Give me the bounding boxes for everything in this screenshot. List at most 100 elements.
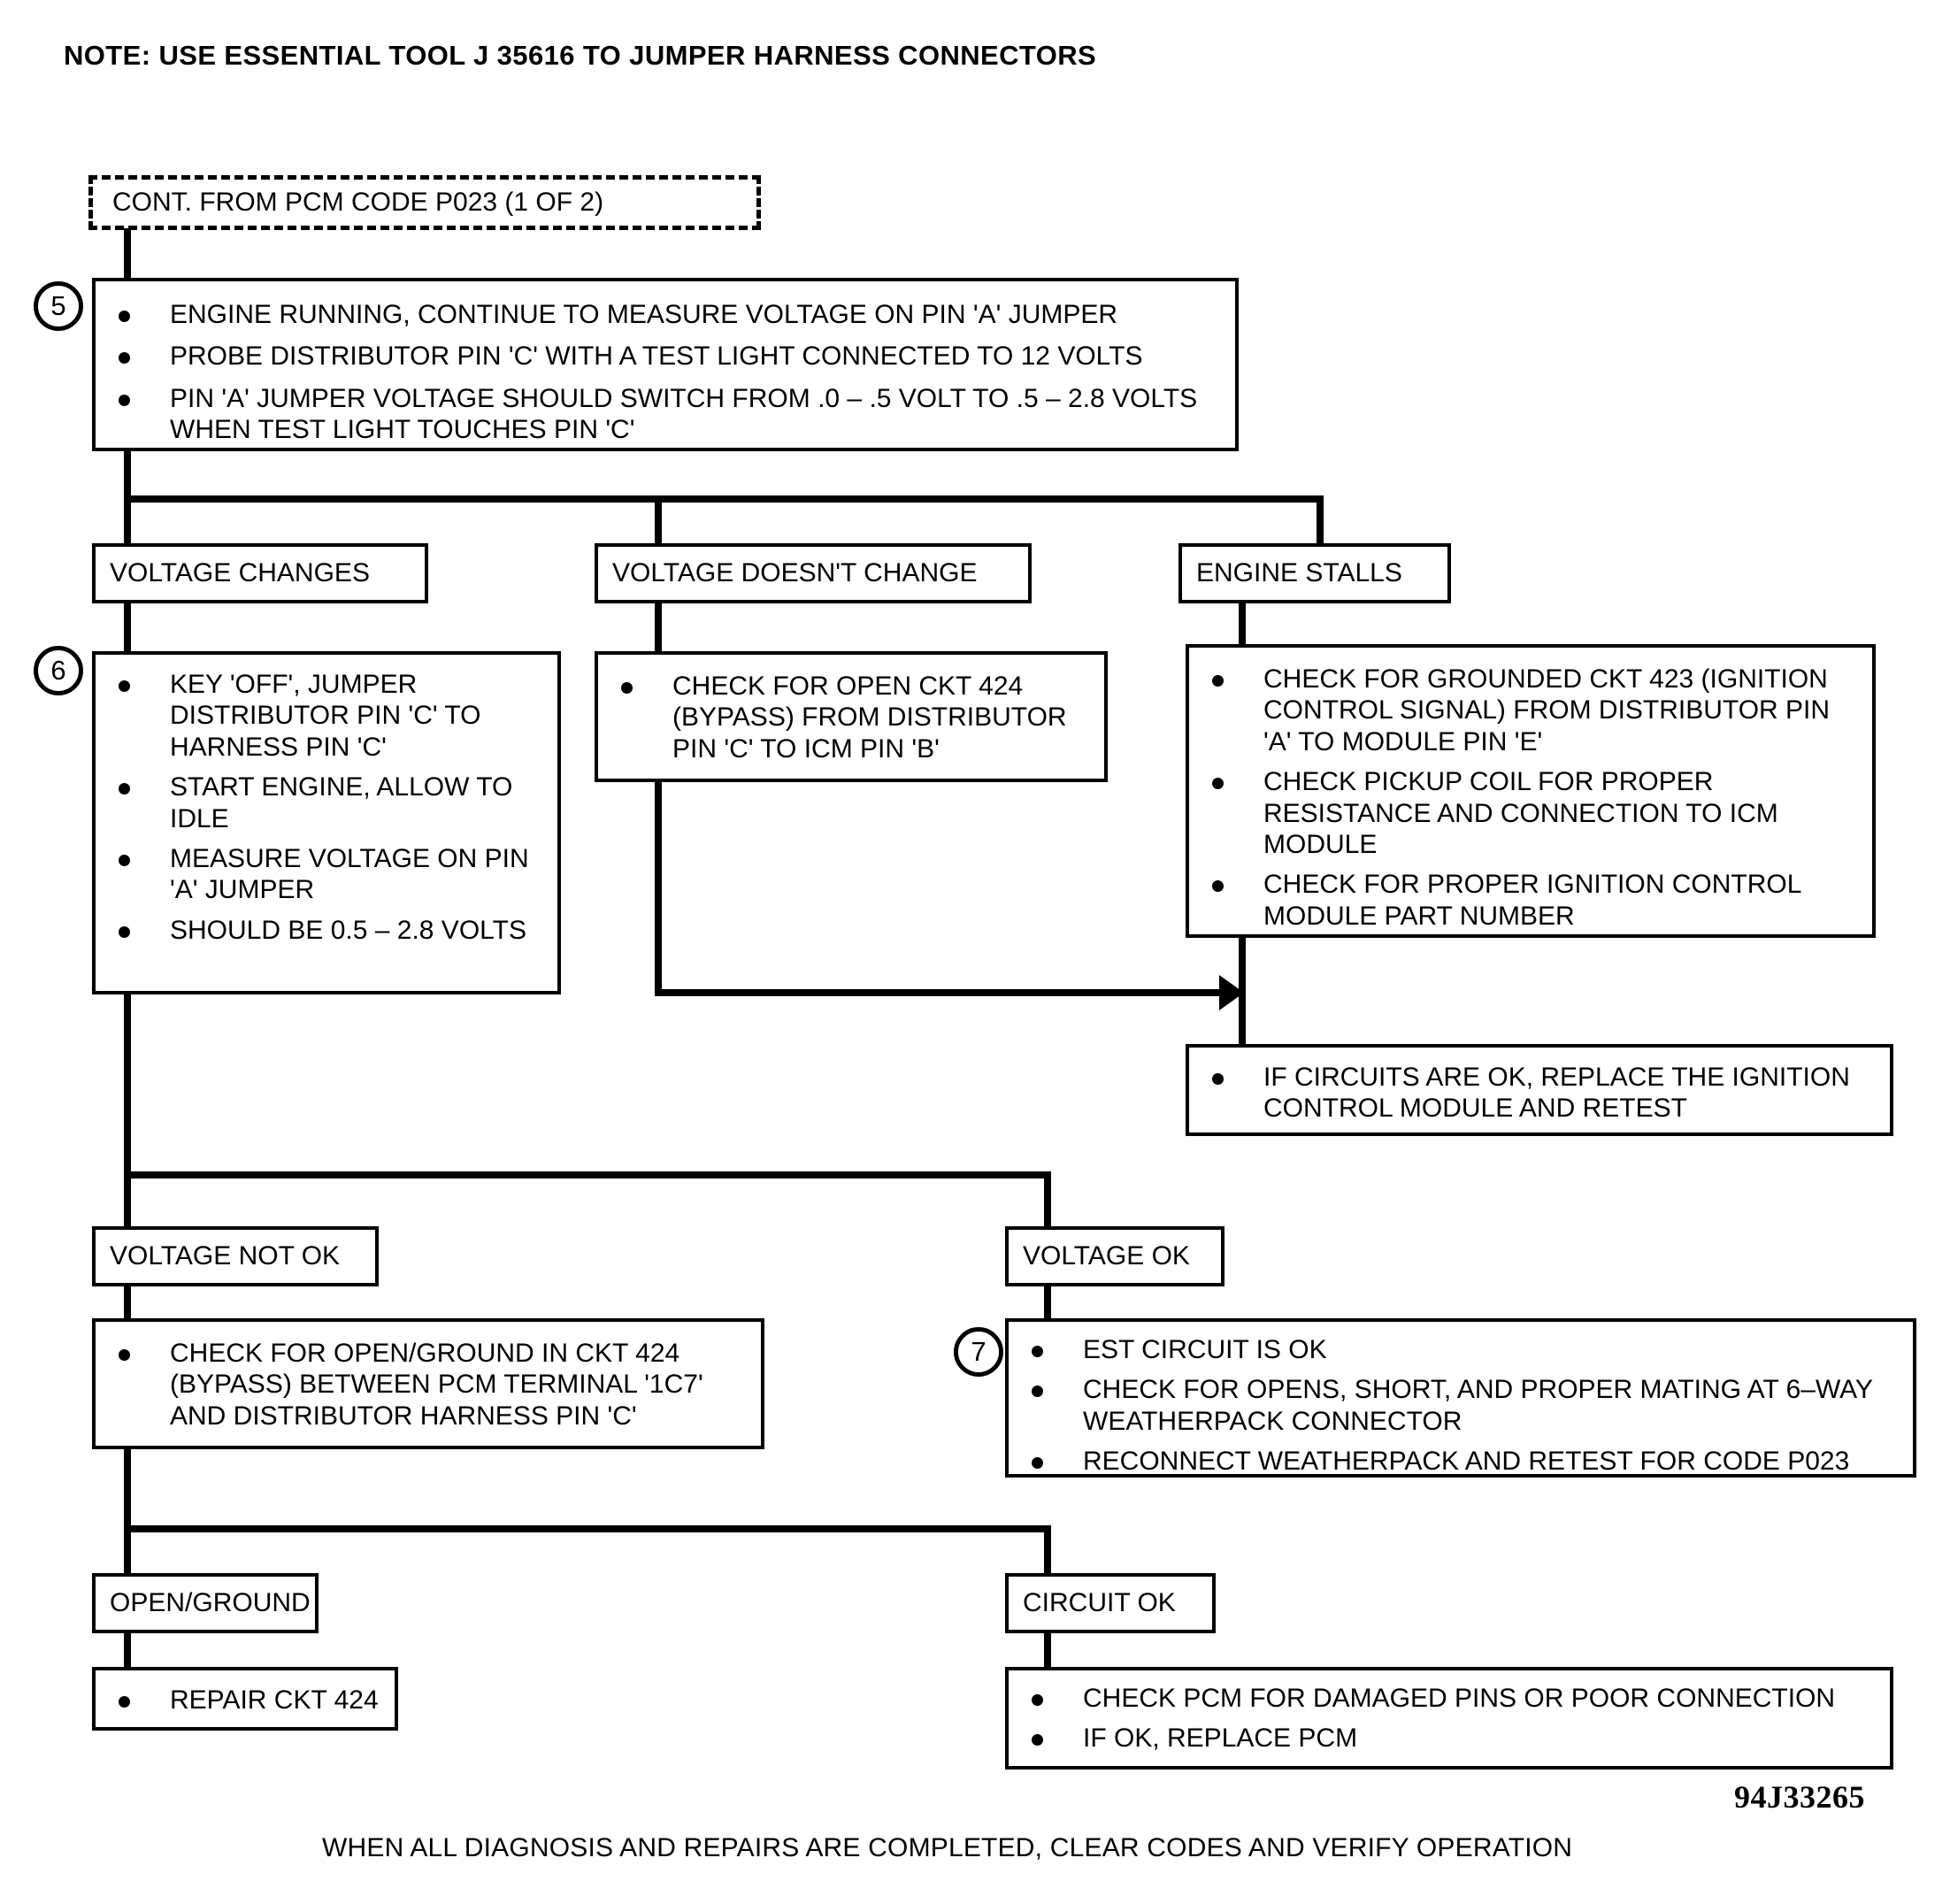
pcm-final-bullet-list: CHECK PCM FOR DAMAGED PINS OR POOR CONNE… [1032, 1683, 1879, 1754]
bullet-text: CHECK FOR OPEN/GROUND IN CKT 424 (BYPASS… [170, 1339, 703, 1431]
bullet-item: KEY 'OFF', JUMPER DISTRIBUTOR PIN 'C' TO… [119, 669, 541, 763]
connector-to-voltage-changes [124, 495, 131, 545]
bullet-dot-icon [1212, 675, 1224, 687]
label-circuit-ok: CIRCUIT OK [1005, 1573, 1216, 1633]
connector-stalls-to-replace [1239, 938, 1246, 1048]
bullet-text: CHECK FOR GROUNDED CKT 423 (IGNITION CON… [1263, 664, 1831, 756]
bullet-item: IF OK, REPLACE PCM [1032, 1723, 1879, 1754]
label-open-ground: OPEN/GROUND [92, 1573, 319, 1633]
connector-to-circuit-ok [1044, 1525, 1051, 1578]
step6-box: KEY 'OFF', JUMPER DISTRIBUTOR PIN 'C' TO… [92, 651, 561, 994]
bullet-dot-icon [119, 352, 130, 365]
bullet-dot-icon [119, 783, 130, 795]
bullet-text: MEASURE VOLTAGE ON PIN 'A' JUMPER [170, 843, 529, 905]
bullet-text: IF OK, REPLACE PCM [1083, 1724, 1358, 1754]
bullet-text: EST CIRCUIT IS OK [1083, 1335, 1327, 1364]
bullet-text: CHECK PICKUP COIL FOR PROPER RESISTANCE … [1263, 767, 1778, 859]
label-voltage-changes: VOLTAGE CHANGES [92, 543, 428, 603]
step5-box: ENGINE RUNNING, CONTINUE TO MEASURE VOLT… [92, 278, 1239, 451]
bullet-item: CHECK FOR OPEN CKT 424 (BYPASS) FROM DIS… [621, 671, 1088, 764]
repair-ckt424-bullet-list: REPAIR CKT 424 [119, 1685, 384, 1716]
label-voltage-doesnt-change: VOLTAGE DOESN'T CHANGE [595, 543, 1032, 603]
connector-voltage-doesnt-change-down [655, 603, 662, 653]
bullet-dot-icon [1212, 1073, 1224, 1085]
bullet-dot-icon [621, 682, 633, 694]
step6-bullet-list: KEY 'OFF', JUMPER DISTRIBUTOR PIN 'C' TO… [119, 669, 541, 946]
bullet-item: PROBE DISTRIBUTOR PIN 'C' WITH A TEST LI… [119, 341, 1217, 372]
step5-bullet-list: ENGINE RUNNING, CONTINUE TO MEASURE VOLT… [119, 299, 1217, 446]
connector-voltage-ok-down [1044, 1286, 1051, 1324]
connector-checkog-down [124, 1449, 131, 1578]
bullet-text: START ENGINE, ALLOW TO IDLE [170, 772, 513, 833]
connector-branch1-bus [124, 495, 1324, 503]
note-header: NOTE: USE ESSENTIAL TOOL J 35616 TO JUMP… [64, 40, 1097, 71]
bullet-dot-icon [1212, 880, 1224, 893]
connector-voltage-changes-down [124, 603, 131, 653]
repair-ckt424-box: REPAIR CKT 424 [92, 1667, 398, 1731]
bullet-item: CHECK PCM FOR DAMAGED PINS OR POOR CONNE… [1032, 1683, 1879, 1714]
entry-continue-box: CONT. FROM PCM CODE P023 (1 OF 2) [88, 175, 761, 230]
bullet-text: CHECK FOR PROPER IGNITION CONTROL MODULE… [1263, 870, 1801, 931]
bullet-dot-icon [1212, 778, 1224, 790]
connector-openckt-to-right [655, 989, 1225, 996]
document-code: 94J33265 [1734, 1779, 1865, 1815]
engine-stalls-checks-bullet-list: CHECK FOR GROUNDED CKT 423 (IGNITION CON… [1212, 664, 1858, 932]
replace-icm-bullet-list: IF CIRCUITS ARE OK, REPLACE THE IGNITION… [1212, 1062, 1876, 1125]
open-ckt424-bullet-list: CHECK FOR OPEN CKT 424 (BYPASS) FROM DIS… [621, 671, 1088, 764]
bullet-item: SHOULD BE 0.5 – 2.8 VOLTS [119, 915, 541, 946]
bullet-text: ENGINE RUNNING, CONTINUE TO MEASURE VOLT… [170, 300, 1118, 329]
connector-engine-stalls-down [1239, 603, 1246, 653]
connector-circuit-ok-down [1044, 1633, 1051, 1672]
bullet-text: CHECK FOR OPEN CKT 424 (BYPASS) FROM DIS… [672, 672, 1067, 764]
bullet-dot-icon [119, 854, 130, 866]
label-engine-stalls: ENGINE STALLS [1178, 543, 1451, 603]
bullet-item: RECONNECT WEATHERPACK AND RETEST FOR COD… [1032, 1446, 1900, 1477]
open-ckt424-box: CHECK FOR OPEN CKT 424 (BYPASS) FROM DIS… [595, 651, 1108, 782]
footer-caption: WHEN ALL DIAGNOSIS AND REPAIRS ARE COMPL… [322, 1833, 1573, 1862]
check-open-ground-box: CHECK FOR OPEN/GROUND IN CKT 424 (BYPASS… [92, 1318, 764, 1449]
bullet-dot-icon [119, 1349, 130, 1361]
bullet-text: IF CIRCUITS ARE OK, REPLACE THE IGNITION… [1263, 1063, 1850, 1124]
connector-to-voltage-ok [1044, 1171, 1051, 1232]
bullet-dot-icon [119, 311, 130, 322]
bullet-item: CHECK PICKUP COIL FOR PROPER RESISTANCE … [1212, 766, 1858, 860]
bullet-dot-icon [119, 680, 130, 692]
engine-stalls-checks-box: CHECK FOR GROUNDED CKT 423 (IGNITION CON… [1186, 644, 1876, 938]
step-number-7: 7 [954, 1327, 1003, 1377]
bullet-dot-icon [1032, 1734, 1043, 1747]
label-voltage-ok: VOLTAGE OK [1005, 1226, 1225, 1286]
bullet-dot-icon [1032, 1457, 1043, 1470]
bullet-item: EST CIRCUIT IS OK [1032, 1334, 1900, 1365]
step7-box: EST CIRCUIT IS OK CHECK FOR OPENS, SHORT,… [1005, 1318, 1916, 1478]
bullet-item: MEASURE VOLTAGE ON PIN 'A' JUMPER [119, 843, 541, 906]
replace-icm-box: IF CIRCUITS ARE OK, REPLACE THE IGNITION… [1186, 1044, 1893, 1136]
connector-branch3-bus [124, 1525, 1051, 1532]
bullet-text: KEY 'OFF', JUMPER DISTRIBUTOR PIN 'C' TO… [170, 670, 481, 762]
bullet-item: START ENGINE, ALLOW TO IDLE [119, 772, 541, 834]
connector-step6-down [124, 994, 131, 1228]
bullet-dot-icon [119, 1696, 130, 1708]
bullet-dot-icon [1032, 1694, 1043, 1706]
step7-bullet-list: EST CIRCUIT IS OK CHECK FOR OPENS, SHORT,… [1032, 1334, 1900, 1478]
bullet-item: CHECK FOR PROPER IGNITION CONTROL MODULE… [1212, 869, 1858, 932]
bullet-item: ENGINE RUNNING, CONTINUE TO MEASURE VOLT… [119, 299, 1217, 330]
bullet-dot-icon [1032, 1346, 1043, 1357]
check-open-ground-bullet-list: CHECK FOR OPEN/GROUND IN CKT 424 (BYPASS… [119, 1338, 747, 1432]
bullet-text: REPAIR CKT 424 [170, 1685, 379, 1715]
connector-open-ground-down [124, 1633, 131, 1672]
bullet-item: REPAIR CKT 424 [119, 1685, 384, 1716]
bullet-text: CHECK PCM FOR DAMAGED PINS OR POOR CONNE… [1083, 1684, 1836, 1713]
connector-openckt-down [655, 782, 662, 996]
bullet-dot-icon [1032, 1386, 1043, 1398]
connector-step5-down [124, 451, 131, 511]
step-number-5: 5 [34, 281, 83, 331]
connector-to-voltage-doesnt-change [655, 495, 662, 545]
step-number-6: 6 [34, 646, 83, 695]
bullet-text: SHOULD BE 0.5 – 2.8 VOLTS [170, 915, 526, 945]
bullet-item: CHECK FOR GROUNDED CKT 423 (IGNITION CON… [1212, 664, 1858, 757]
bullet-text: CHECK FOR OPENS, SHORT, AND PROPER MATIN… [1083, 1375, 1873, 1436]
bullet-item: IF CIRCUITS ARE OK, REPLACE THE IGNITION… [1212, 1062, 1876, 1125]
bullet-text: PIN 'A' JUMPER VOLTAGE SHOULD SWITCH FRO… [170, 383, 1198, 445]
connector-entry-to-step5 [124, 228, 131, 281]
bullet-dot-icon [119, 394, 130, 406]
